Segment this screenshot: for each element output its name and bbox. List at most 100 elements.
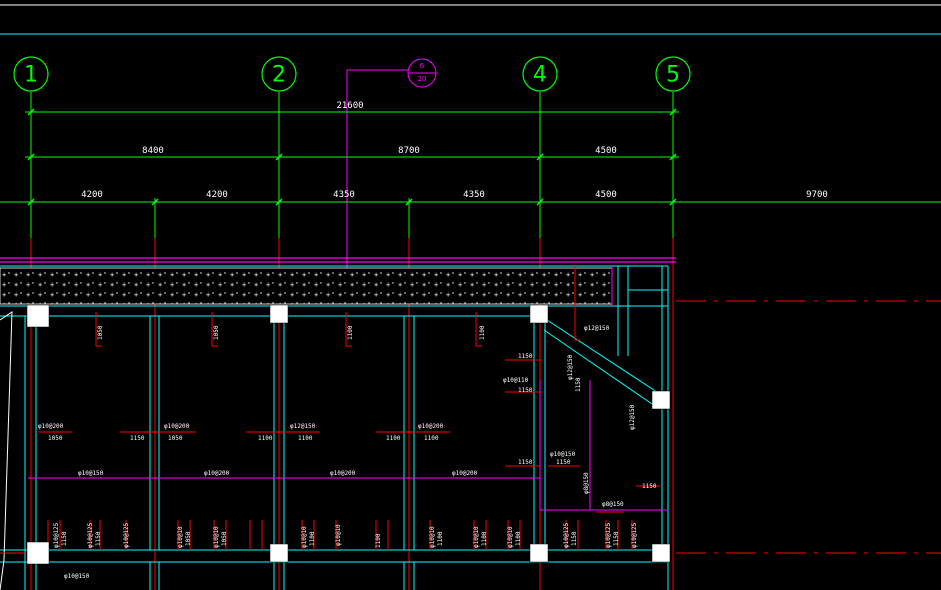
- rb-5: φ10@125: [123, 522, 130, 548]
- slab-label-1: 1050: [97, 325, 104, 340]
- column-2-bottom: [269, 543, 289, 563]
- dimension-ticks: [27, 108, 677, 206]
- rebar-top-1: φ10@200: [38, 423, 64, 430]
- beam-outlines: [0, 265, 669, 590]
- detail-number: 6: [420, 62, 425, 70]
- rb-10: φ10@10: [301, 526, 308, 548]
- rebar-top-val-1: 1050: [48, 435, 63, 442]
- axis-bubble-2[interactable]: 2: [261, 56, 297, 92]
- rb-2: 1150: [61, 531, 68, 546]
- rebar-top-3: φ12@150: [290, 423, 316, 430]
- axis-bubble-5[interactable]: 5: [655, 56, 691, 92]
- rebar-top-val-2: 1150: [130, 435, 145, 442]
- axis-grid-lines: [30, 92, 674, 238]
- dim-mid-2: 8700: [398, 146, 420, 156]
- rp-11: 1150: [642, 483, 657, 490]
- rebar-top-2: φ10@200: [164, 423, 190, 430]
- dim-inner-1: 4200: [81, 190, 103, 200]
- distribution-lines: [28, 266, 668, 511]
- rp-2: 1150: [575, 377, 582, 392]
- column-2-top: [269, 304, 289, 324]
- rb-20: φ10@125: [563, 522, 570, 548]
- rp-1: φ12@150: [584, 325, 610, 332]
- slab-label-4: 1100: [479, 325, 486, 340]
- rp-5: 1150: [518, 387, 533, 394]
- column-4-top: [529, 304, 549, 324]
- rp-10: φ8@150: [602, 501, 624, 508]
- dim-mid-1: 8400: [142, 146, 164, 156]
- rb-4: 1150: [95, 531, 102, 546]
- column-5-bottom: [651, 543, 671, 563]
- rb-1: φ10@125: [53, 522, 60, 548]
- axis-label-1: 1: [24, 63, 38, 88]
- rb-17: 1100: [481, 531, 488, 546]
- axis-label-4: 4: [533, 63, 547, 88]
- column-1-top: [26, 304, 50, 328]
- rb-24: φ10@125: [631, 522, 638, 548]
- rebar-labels-mid-row: φ10@150 φ10@200 φ10@200 φ10@200: [78, 470, 478, 477]
- rebar-top-4: φ10@200: [418, 423, 444, 430]
- rb-13: 1100: [375, 533, 382, 548]
- detail-sheet: 20: [418, 75, 427, 83]
- dimension-lines: [0, 111, 941, 238]
- detail-marker[interactable]: 6 20: [346, 58, 437, 300]
- rp-3: φ12@150: [567, 354, 574, 380]
- rb-23: 1150: [613, 531, 620, 546]
- rp-9: φ8@150: [583, 472, 590, 494]
- rebar-top-val-7: 1100: [424, 435, 439, 442]
- columns: [26, 304, 671, 565]
- rp-6: φ10@150: [550, 451, 576, 458]
- rb-15: 1100: [437, 531, 444, 546]
- rebar-mid-4: φ10@200: [452, 470, 478, 477]
- rb-3: φ10@125: [87, 522, 94, 548]
- dim-inner-6: 9700: [806, 190, 828, 200]
- column-1-bottom: [26, 541, 50, 565]
- rb-22: φ10@125: [605, 522, 612, 548]
- dim-total: 21600: [336, 101, 363, 111]
- axis-label-2: 2: [272, 63, 286, 88]
- dim-inner-4: 4350: [463, 190, 485, 200]
- slab-edge-lines: [0, 257, 676, 263]
- rb-8: φ10@10: [213, 526, 220, 548]
- rebar-mid-1: φ10@150: [78, 470, 104, 477]
- rp-4: φ10@110: [503, 377, 529, 384]
- rebar-top-val-5: 1100: [298, 435, 313, 442]
- rb-19: 1100: [515, 531, 522, 546]
- column-4-bottom: [529, 543, 549, 563]
- rebar-mid-2: φ10@200: [204, 470, 230, 477]
- rebar-top-val-4: 1100: [258, 435, 273, 442]
- axis-dash-right: [0, 300, 941, 554]
- rb-7: 1050: [185, 531, 192, 546]
- rebar-marks: [38, 266, 660, 550]
- dim-mid-3: 4500: [595, 146, 617, 156]
- rebar-mid-3: φ10@200: [330, 470, 356, 477]
- rb-21: 1150: [571, 531, 578, 546]
- rp-7: 1150: [518, 459, 533, 466]
- rebar-labels-right-panel: φ12@150 1150 φ12@150 φ10@110 1150 φ10@15…: [503, 325, 657, 508]
- hatch-band-left: [0, 268, 612, 304]
- dim-inner-5: 4500: [595, 190, 617, 200]
- axis-bubble-1[interactable]: 1: [13, 56, 49, 92]
- column-right-mid: [651, 390, 671, 410]
- rebar-labels-vertical: 1050 1050 1100 1100 1150: [97, 325, 533, 360]
- rb-12: φ10@10: [335, 524, 342, 546]
- rebar-labels-bottom: φ10@125 1150 φ10@125 1150 φ10@125 φ10@10…: [53, 522, 638, 580]
- rebar-labels-top-row: φ10@200 φ10@200 φ12@150 φ10@200 1050 115…: [38, 423, 444, 442]
- rb-14: φ10@10: [429, 526, 436, 548]
- slab-label-5: 1150: [518, 353, 533, 360]
- rp-12: φ12@150: [629, 404, 636, 430]
- slab-label-3: 1100: [347, 325, 354, 340]
- rb-11: 1100: [309, 531, 316, 546]
- rb-16: φ10@10: [473, 526, 480, 548]
- rebar-top-val-3: 1050: [168, 435, 183, 442]
- dim-inner-2: 4200: [206, 190, 228, 200]
- slab-label-2: 1050: [213, 325, 220, 340]
- axis-label-5: 5: [666, 63, 680, 88]
- rp-8: 1150: [556, 459, 571, 466]
- left-edge: [0, 311, 13, 590]
- rb-18: φ10@10: [507, 526, 514, 548]
- axis-bubble-4[interactable]: 4: [522, 56, 558, 92]
- dim-inner-3: 4350: [333, 190, 355, 200]
- rb-9: 1050: [221, 531, 228, 546]
